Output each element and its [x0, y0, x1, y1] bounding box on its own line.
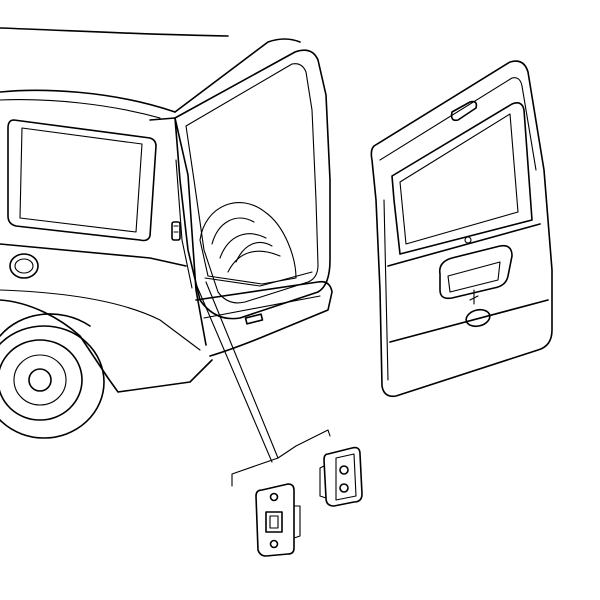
tailgate-window [391, 102, 533, 255]
tailgate-lower-line [389, 299, 549, 343]
fuel-cap [9, 253, 39, 279]
tire-outer [0, 325, 105, 439]
tailgate-handle [469, 289, 479, 305]
wheel-arch-detail-1 [211, 217, 255, 245]
striker-screw-bottom [269, 539, 279, 549]
rear-opening-inner [185, 63, 319, 304]
rear-opening-frame [174, 49, 331, 320]
rear-pillar-inner [175, 159, 193, 289]
rear-bumper [195, 280, 333, 357]
striker-slot-inner [269, 515, 279, 529]
rear-bumper-inner [203, 295, 321, 319]
side-panel-line [0, 289, 201, 351]
rear-wheel [0, 313, 105, 439]
lower-body [0, 299, 213, 393]
tailgate-outline [370, 60, 553, 398]
striker-screw-top [269, 492, 279, 502]
bumper-stop-hole-bottom [339, 483, 349, 493]
bumper-stop-hole-top [339, 465, 349, 475]
plate-recess-inner [447, 261, 501, 293]
striker-plate-flange [293, 505, 301, 539]
roof-rail [0, 99, 161, 119]
van-roof-line [0, 89, 176, 113]
interior-wheel-arch [199, 202, 297, 285]
wheel-arch-detail-2 [219, 233, 267, 259]
tailgate [370, 60, 553, 398]
wheel-rim [13, 354, 67, 406]
wheel-arch [0, 313, 91, 337]
van-body [0, 27, 333, 439]
plate-recess [438, 244, 513, 300]
rear-pillar [149, 117, 207, 346]
fuel-cap-inner [14, 258, 34, 274]
bumper-stop [319, 446, 363, 507]
leader-lines [195, 281, 331, 487]
bumper-stop-face [335, 453, 357, 501]
pillar-striker-detail [173, 225, 179, 233]
wiper-pivot [464, 236, 472, 244]
tailgate-window-inner [399, 113, 519, 245]
tailgate-edge [379, 77, 537, 171]
bumper-reflector [244, 313, 264, 325]
callout-bracket [231, 429, 331, 487]
bumper-stop-body [323, 446, 363, 507]
wheel-hub [28, 368, 52, 392]
leader-line-to-striker [195, 283, 273, 463]
striker-slot [265, 511, 283, 533]
tailgate-side-line [383, 199, 389, 381]
striker-plate [255, 483, 301, 557]
tire-sidewall [0, 339, 83, 421]
brake-light [450, 100, 478, 122]
bumper-stop-flange [319, 465, 327, 499]
cargo-floor [204, 271, 313, 287]
side-window [7, 119, 157, 242]
side-panel-belt [0, 243, 187, 267]
tailgate-trim-line [387, 223, 541, 267]
wheel-arch-detail-4 [235, 242, 273, 263]
wheel-arch-detail-3 [227, 250, 281, 273]
leader-line-to-striker-2 [205, 281, 279, 459]
van-roof-rear [174, 38, 301, 113]
van-roof-edge [0, 27, 229, 37]
side-window-inner [19, 127, 143, 233]
pillar-striker [171, 221, 181, 241]
